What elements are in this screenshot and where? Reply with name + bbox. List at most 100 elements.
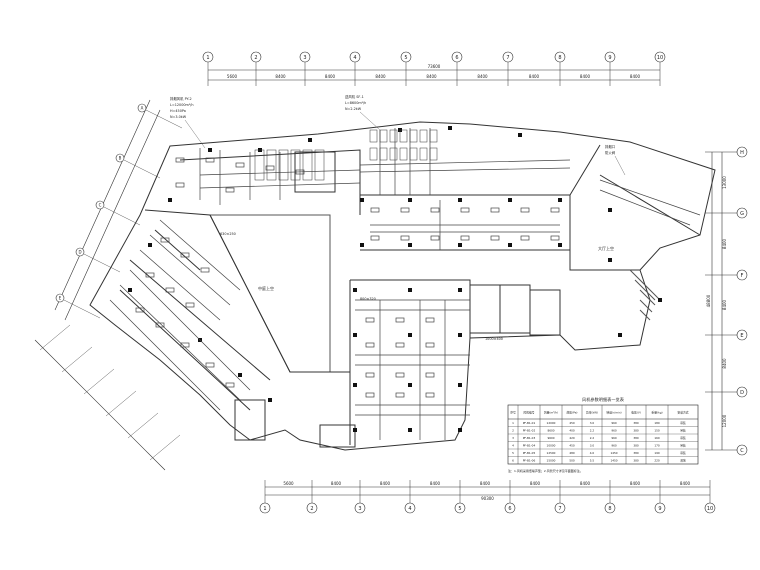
air-terminal: [395, 342, 405, 348]
table-cell: 12500: [547, 451, 556, 455]
table-cell: 960: [611, 444, 617, 448]
grid-label: F: [741, 273, 744, 279]
grid-label: 2: [254, 55, 257, 61]
air-terminal: [370, 235, 380, 241]
table-cell: 500: [569, 459, 575, 463]
inner-wall: [119, 289, 251, 411]
equipment-unit: [302, 149, 313, 181]
air-terminal: [370, 207, 380, 213]
dimension-text: 8400: [430, 481, 441, 486]
table-cell: 5: [512, 451, 514, 455]
equipment-unit: [419, 147, 428, 161]
duct-line: [129, 269, 251, 391]
column: [458, 288, 462, 292]
grid-label: 1: [263, 506, 266, 512]
grid-label: 9: [658, 506, 661, 512]
side-label: 大厅上空: [598, 245, 614, 251]
annotation-text: 防火阀: [605, 150, 616, 155]
table-cell: 9600: [547, 436, 554, 440]
table-title: 风机参数明细表一览表: [582, 396, 625, 403]
table-cell: 4.0: [590, 451, 595, 455]
equipment-unit: [389, 147, 398, 161]
grid-tick: [103, 206, 141, 226]
grid-label: 8: [558, 55, 561, 61]
duct-line: [109, 299, 221, 411]
equipment-unit: [429, 129, 438, 143]
table-cell: 380: [633, 429, 639, 433]
grid-label: G: [740, 211, 744, 217]
table-frame: [507, 404, 699, 465]
inner-wall: [599, 174, 701, 236]
equipment-unit: [429, 147, 438, 161]
air-terminal: [460, 207, 470, 213]
equipment-unit: [399, 129, 408, 143]
annotation-text: L=8600m³/h: [345, 101, 366, 105]
annotation-text: N=2.2kW: [345, 107, 362, 111]
outer-wall: [89, 121, 716, 451]
table-cell: 960: [611, 429, 617, 433]
air-terminal: [395, 372, 405, 378]
annotation-text: 排烟口: [605, 144, 615, 149]
grid-label: 5: [458, 506, 461, 512]
equipment-unit: [379, 129, 388, 143]
equipment-unit: [419, 129, 428, 143]
table-cell: 380: [633, 444, 639, 448]
table-cell: 3.0: [590, 444, 595, 448]
table-cell: 1450: [610, 459, 617, 463]
table-cell: 380: [633, 436, 639, 440]
table-cell: 6: [512, 459, 514, 463]
table-cell: 8600: [547, 429, 554, 433]
column: [353, 383, 357, 387]
table-cell: 吊装: [680, 421, 686, 425]
column: [518, 133, 522, 137]
inner-wall: [569, 144, 601, 196]
dimension-text: 8400: [529, 74, 540, 79]
table-header: 重量(kg): [651, 411, 662, 415]
grid-label: 7: [506, 55, 509, 61]
dimension-text: 8400: [325, 74, 336, 79]
dimension-text: 8400: [630, 74, 641, 79]
column: [128, 288, 132, 292]
column: [353, 333, 357, 337]
air-terminal: [550, 207, 560, 213]
table-cell: 3: [512, 436, 514, 440]
column: [458, 428, 462, 432]
air-terminal: [395, 317, 405, 323]
air-terminal: [430, 207, 440, 213]
table-cell: 吊装: [680, 429, 686, 433]
column: [360, 243, 364, 247]
dimension-text: 8400: [480, 481, 491, 486]
grid-tick: [149, 434, 181, 461]
dimension-text: 12000: [722, 414, 727, 427]
duct-line: [159, 219, 241, 291]
dimension-text: 8400: [530, 481, 541, 486]
dimension-text: 8400: [722, 358, 727, 369]
table-cell: 380: [633, 451, 639, 455]
dimension-text: 5600: [227, 74, 238, 79]
table-cell: 2: [512, 429, 514, 433]
inner-wall: [129, 259, 271, 381]
annotation-text: L=12000m³/h: [170, 103, 193, 107]
table-cell: 15000: [547, 459, 556, 463]
dimension-total: 48800: [706, 294, 711, 307]
table-header: 功率(kW): [586, 411, 598, 415]
air-terminal: [175, 157, 185, 163]
air-terminal: [205, 157, 215, 163]
duct-line: [119, 284, 241, 401]
column: [458, 333, 462, 337]
air-terminal: [165, 287, 175, 293]
grid-label: 1: [206, 55, 209, 61]
duct-dense-block: [254, 129, 438, 181]
air-terminal: [225, 382, 235, 388]
air-terminal: [225, 187, 235, 193]
air-terminal: [425, 317, 435, 323]
courtyard-void: [209, 214, 331, 373]
grid-label: 6: [455, 55, 458, 61]
table-cell: 180: [654, 421, 660, 425]
column: [308, 138, 312, 142]
column: [608, 258, 612, 262]
air-terminal: [395, 392, 405, 398]
fan-schedule-table: 风机参数明细表一览表序号风机编号风量(m³/h)静压(Pa)功率(kW)转速(r…: [507, 396, 699, 473]
table-cell: 960: [611, 421, 617, 425]
